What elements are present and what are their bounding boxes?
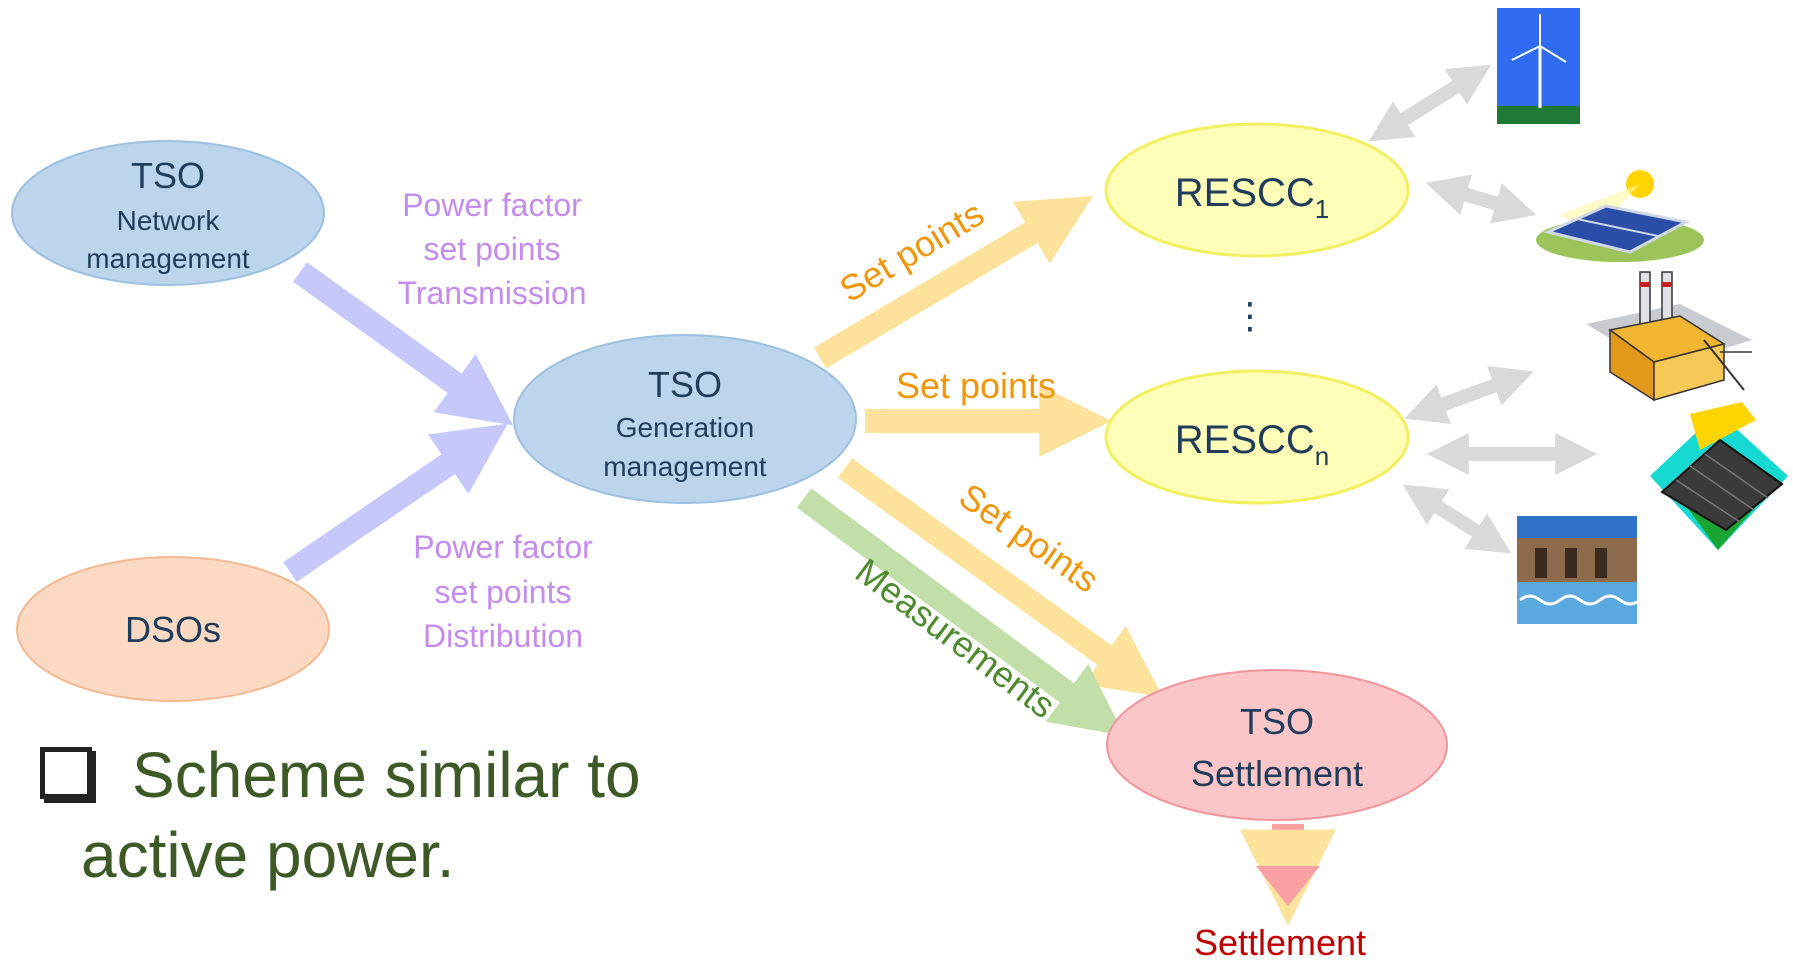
- tso-network-title: TSO: [131, 155, 205, 196]
- arrow-generation-to-rescc1: [813, 195, 1094, 369]
- wind-turbine-icon: [1497, 8, 1580, 124]
- rescc1-subscript: 1: [1315, 194, 1329, 224]
- settlement-output-label: Settlement: [1194, 922, 1366, 962]
- arrow-resccn-plant: [1404, 366, 1534, 424]
- tso-network-management-ellipse: [11, 140, 325, 286]
- pf-distribution-line1: Power factor: [413, 529, 593, 565]
- bullet-text-line2: active power.: [81, 819, 455, 891]
- set-points-middle-label: Set points: [896, 365, 1056, 406]
- pf-transmission-line3: Transmission: [397, 275, 586, 311]
- arrow-resccn-hydro: [1402, 484, 1512, 554]
- tso-network-line2: management: [86, 243, 250, 274]
- rescc1-label: RESCC1: [1175, 171, 1330, 224]
- measurements-label: Measurements: [848, 550, 1063, 726]
- rescc-ellipsis: ⋮: [1232, 295, 1268, 336]
- tso-generation-title: TSO: [648, 364, 722, 405]
- bullet-text-line1: Scheme similar to: [132, 739, 641, 811]
- rescc1-ellipse: [1104, 122, 1410, 258]
- dsos-title: DSOs: [125, 609, 221, 650]
- resccn-node: RESCCn: [1104, 369, 1410, 505]
- tso-generation-management-node: TSO Generation management: [513, 334, 857, 504]
- dsos-node: DSOs: [16, 556, 330, 702]
- tso-settlement-title: TSO: [1240, 701, 1314, 742]
- tso-generation-management-ellipse: [513, 334, 857, 504]
- bullet-line-2: active power.: [40, 815, 740, 895]
- rescc1-node: RESCC1: [1104, 122, 1410, 258]
- arrow-rescc1-wind: [1368, 64, 1492, 142]
- tso-settlement-line1: Settlement: [1191, 753, 1363, 794]
- tso-generation-line2: management: [603, 451, 767, 482]
- arrow-dsos-to-generation: [283, 423, 508, 582]
- resccn-label: RESCCn: [1175, 418, 1330, 471]
- hydro-dam-icon: [1517, 516, 1641, 624]
- arrow-network-to-generation: [292, 262, 514, 426]
- tso-network-line1: Network: [117, 205, 221, 236]
- tso-settlement-node: TSO Settlement: [1106, 669, 1448, 821]
- resccn-ellipse: [1104, 369, 1410, 505]
- arrow-generation-to-settlement: [837, 458, 1164, 698]
- arrow-settlement-output-head: [1256, 866, 1320, 906]
- dsos-ellipse: [16, 556, 330, 702]
- tso-generation-line1: Generation: [616, 412, 755, 443]
- tso-network-management-node: TSO Network management: [11, 140, 325, 286]
- power-factor-distribution-label: Power factor set points Distribution: [413, 529, 593, 654]
- arrow-rescc1-solar: [1425, 174, 1537, 224]
- arrow-measurements-to-settlement: [796, 488, 1125, 736]
- set-points-lower-label: Set points: [952, 475, 1107, 600]
- resccn-subscript: n: [1315, 441, 1329, 471]
- bullet-point: Scheme similar to active power.: [40, 735, 740, 895]
- pf-distribution-line3: Distribution: [423, 618, 583, 654]
- pf-transmission-line2: set points: [424, 231, 561, 267]
- solar-panel-icon: [1536, 170, 1704, 262]
- solar-collector-icon: [1650, 402, 1788, 550]
- power-factor-transmission-label: Power factor set points Transmission: [397, 187, 586, 311]
- pf-transmission-line1: Power factor: [402, 187, 582, 223]
- pf-distribution-line2: set points: [435, 574, 572, 610]
- power-plant-icon: [1586, 271, 1752, 402]
- checkbox-bullet-icon: [40, 747, 92, 799]
- bullet-line-1: Scheme similar to: [40, 735, 740, 815]
- tso-settlement-ellipse: [1106, 669, 1448, 821]
